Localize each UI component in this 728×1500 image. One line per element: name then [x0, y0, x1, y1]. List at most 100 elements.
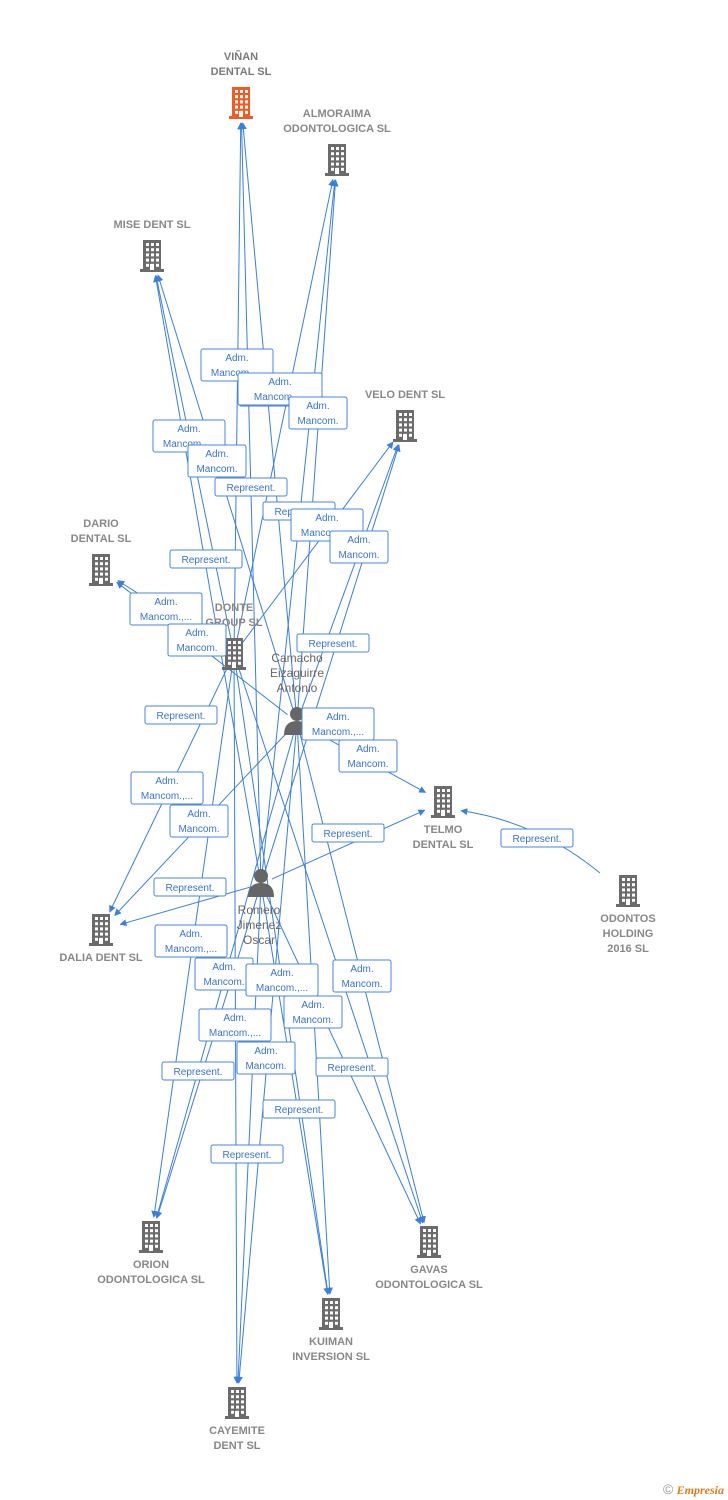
edge-label-box: Represent.	[161, 1061, 235, 1081]
company-label-line: VELO DENT SL	[365, 389, 445, 401]
edge-label-text: Mancom.,...	[140, 612, 192, 623]
company-node-mise[interactable]: MISE DENT SL	[113, 219, 191, 272]
edge-label-text: Mancom.,...	[312, 727, 364, 738]
building-icon	[89, 554, 113, 586]
edge-label-text: Mancom.	[292, 1015, 333, 1026]
edge-label-box: Represent.	[500, 828, 574, 848]
company-node-velo[interactable]: VELO DENT SL	[365, 389, 445, 442]
company-label-line: DONTE	[215, 602, 254, 614]
edge-label-text: Mancom.	[203, 977, 244, 988]
company-label-line: DENTAL SL	[71, 533, 132, 545]
company-label-line: CAYEMITE	[209, 1425, 265, 1437]
building-icon	[325, 144, 349, 176]
edge-label-text: Adm.	[155, 776, 178, 787]
building-icon	[140, 240, 164, 272]
edge-label-text: Mancom.,...	[209, 1028, 261, 1039]
company-label-line: KUIMAN	[309, 1336, 353, 1348]
copyright-symbol: ©	[662, 1481, 674, 1497]
edge-label-text: Adm.	[177, 424, 200, 435]
person-label-line: Jimenez	[237, 918, 282, 932]
edge-label-text: Mancom.	[245, 1061, 286, 1072]
person-icon	[248, 869, 274, 897]
edge-label-text: Represent.	[227, 483, 276, 494]
person-label-line: Antonio	[277, 681, 318, 695]
building-icon	[393, 410, 417, 442]
edge-camacho-to-vinan	[239, 122, 297, 711]
edge-romero-to-telmo	[271, 809, 426, 880]
edge-label-box: Adm. Mancom.	[329, 530, 389, 564]
company-node-telmo[interactable]: TELMO DENTAL SL	[413, 786, 474, 851]
edge-label-box: Adm. Mancom.	[288, 396, 348, 430]
edge-donte-to-velo	[240, 441, 394, 645]
company-label-line: ALMORAIMA	[303, 108, 371, 120]
company-label-line: TELMO	[424, 824, 463, 836]
company-label-line: INVERSION SL	[292, 1351, 370, 1363]
edge-label-text: Adm.	[306, 401, 329, 412]
edge-label-text: Represent.	[174, 1067, 223, 1078]
edge-romero-to-mise	[153, 275, 260, 873]
edge-label-text: Adm.	[185, 628, 208, 639]
edge-label-text: Mancom.	[338, 550, 379, 561]
edge-label-text: Adm.	[225, 353, 248, 364]
edge-label-text: Adm.	[270, 968, 293, 979]
edge-label-box: Adm. Mancom.,...	[301, 707, 375, 741]
company-label-line: ODONTOLOGICA SL	[375, 1279, 483, 1291]
building-icon	[417, 1226, 441, 1258]
edge-camacho-to-velo	[300, 444, 400, 711]
edge-label-box: Adm. Mancom.,...	[198, 1008, 272, 1042]
edge-label-text: Adm.	[187, 809, 210, 820]
edge-label-text: Adm.	[179, 929, 202, 940]
company-label-line: DARIO	[83, 518, 119, 530]
edge-label-text: Mancom.,...	[254, 392, 306, 403]
edge-label-box: Adm.Mancom.	[194, 957, 254, 991]
edge-label-text: Mancom.,...	[141, 791, 193, 802]
company-label-line: DENTAL SL	[413, 839, 474, 851]
edge-label-text: Represent.	[223, 1150, 272, 1161]
edge-label-text: Mancom.,...	[211, 368, 263, 379]
edge-label-text: Adm.	[347, 535, 370, 546]
company-node-kuiman[interactable]: KUIMAN INVERSION SL	[292, 1298, 370, 1363]
company-node-orion[interactable]: ORION ODONTOLOGICA SL	[97, 1221, 205, 1286]
company-label-line: MISE DENT SL	[113, 219, 190, 231]
company-label-line: ODONTOLOGICA SL	[97, 1274, 205, 1286]
edge-label-text: Mancom.	[178, 824, 219, 835]
edge-label-box: Represent.	[144, 705, 218, 725]
person-label-line: Eizaguirre	[270, 666, 324, 680]
edge-label-text: Represent.	[309, 639, 358, 650]
edge-label-box: Represent.	[262, 1099, 336, 1119]
edge-label-box: Represent.	[311, 823, 385, 843]
company-label-line: DENTAL SL	[211, 66, 272, 78]
edge-label-text: Mancom.	[176, 643, 217, 654]
edge-label-text: Mancom.	[341, 979, 382, 990]
edge-label-box: Represent.	[315, 1057, 389, 1077]
edge-label-text: Mancom.	[196, 464, 237, 475]
person-label-line: Camacho	[271, 651, 323, 665]
person-label-line: Oscar	[243, 933, 275, 947]
company-node-dario[interactable]: DARIO DENTAL SL	[71, 518, 132, 586]
brand-logo-text: Empresia	[676, 1483, 724, 1497]
edge-label-box: Adm. Mancom.,...	[130, 771, 204, 805]
building-icon	[225, 1387, 249, 1419]
edge-donte-to-gavas	[237, 665, 425, 1224]
edge-labels-layer: Adm.Mancom.,...Adm.Mancom.Adm.Mancom.,..…	[129, 348, 574, 1164]
building-icon	[229, 87, 253, 119]
edge-romero-to-velo	[264, 444, 401, 873]
edge-label-text: Adm.	[326, 712, 349, 723]
edge-label-box: Represent.	[210, 1144, 284, 1164]
building-icon	[616, 875, 640, 907]
edge-label-text: Mancom.	[347, 759, 388, 770]
edge-label-text: Mancom.,...	[165, 944, 217, 955]
company-node-dalia[interactable]: DALIA DENT SL	[59, 914, 143, 964]
company-label-line: ORION	[133, 1259, 169, 1271]
edge-romero-to-vinan	[238, 122, 262, 873]
edge-label-text: Mancom.	[297, 416, 338, 427]
edge-label-text: Adm.	[223, 1013, 246, 1024]
